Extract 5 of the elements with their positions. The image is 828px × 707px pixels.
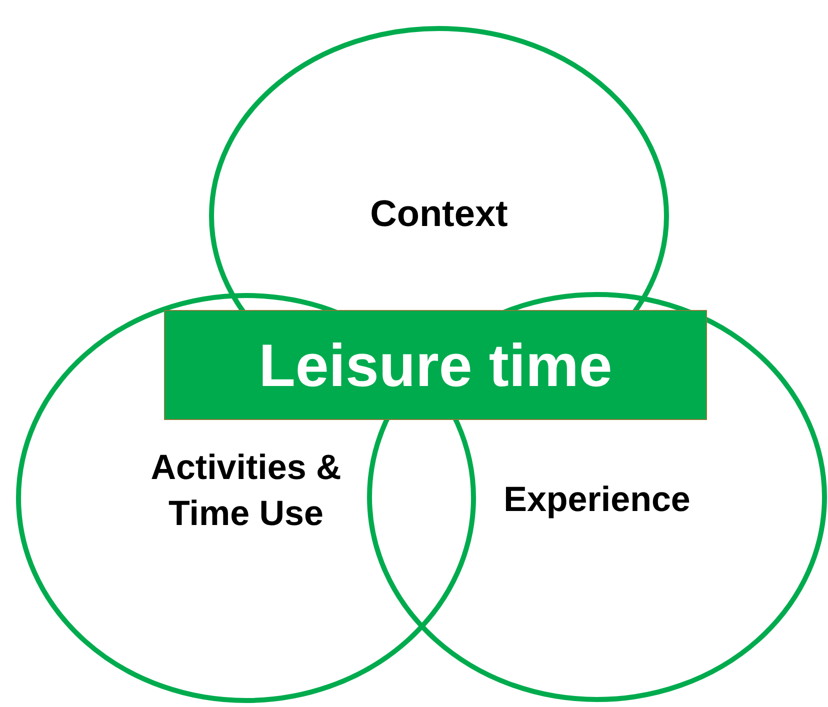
- title-banner: [164, 310, 707, 420]
- circle-label: Activities & Time Use: [150, 447, 342, 534]
- banner-label: Leisure time: [258, 330, 612, 400]
- circle-label: Experience: [502, 479, 692, 521]
- circle-label: Context: [369, 192, 509, 236]
